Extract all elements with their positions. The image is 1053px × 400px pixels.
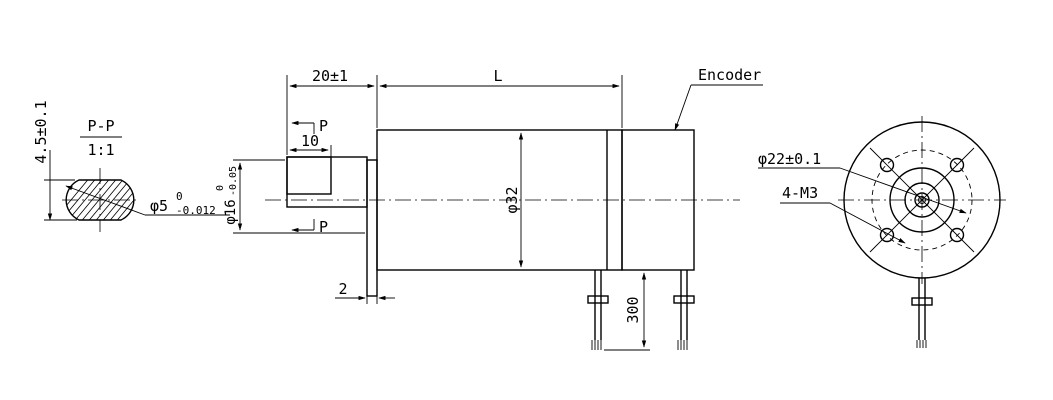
pilot-dia-upper-tol: 0 <box>215 185 226 191</box>
encoder-label: Encoder <box>698 66 761 84</box>
flange-thickness-label: 2 <box>338 280 347 298</box>
pilot-dia-label: φ16 <box>223 199 239 224</box>
section-marker-top: P <box>319 117 328 135</box>
shaft-dia-lower-tol: -0.012 <box>176 204 216 217</box>
mounting-holes <box>879 157 965 243</box>
section-scale: 1:1 <box>87 141 114 159</box>
side-view: 20±1 L 10 P P φ16 0 -0.05 φ32 2 En <box>215 66 763 351</box>
section-marker-bottom: P <box>319 218 328 236</box>
flat-length-label: 10 <box>301 132 319 150</box>
front-lead-wire <box>911 278 933 348</box>
shaft-length-label: 20±1 <box>312 67 348 85</box>
body-length-label: L <box>493 67 502 85</box>
lead-wires <box>587 270 695 350</box>
flat-height-label: 4.5±0.1 <box>32 100 50 163</box>
motor-flange <box>366 159 378 297</box>
shaft-dia-upper-tol: 0 <box>176 190 183 203</box>
pilot-dia-lower-tol: -0.05 <box>228 166 239 196</box>
shaft-section-outline <box>65 179 135 221</box>
shaft-flat <box>286 156 332 195</box>
section-title: P-P <box>87 117 114 135</box>
bolt-circle-label: φ22±0.1 <box>758 150 821 168</box>
motor-shaft <box>286 156 368 208</box>
body-dia-label: φ32 <box>503 186 521 213</box>
lead-length-label: 300 <box>624 296 642 323</box>
front-view: φ22±0.1 4-M3 <box>758 116 1006 348</box>
shaft-dia-label: φ5 <box>150 197 168 215</box>
section-view: 4.5±0.1 P-P 1:1 φ5 0 -0.012 <box>32 100 230 232</box>
holes-label: 4-M3 <box>782 184 818 202</box>
